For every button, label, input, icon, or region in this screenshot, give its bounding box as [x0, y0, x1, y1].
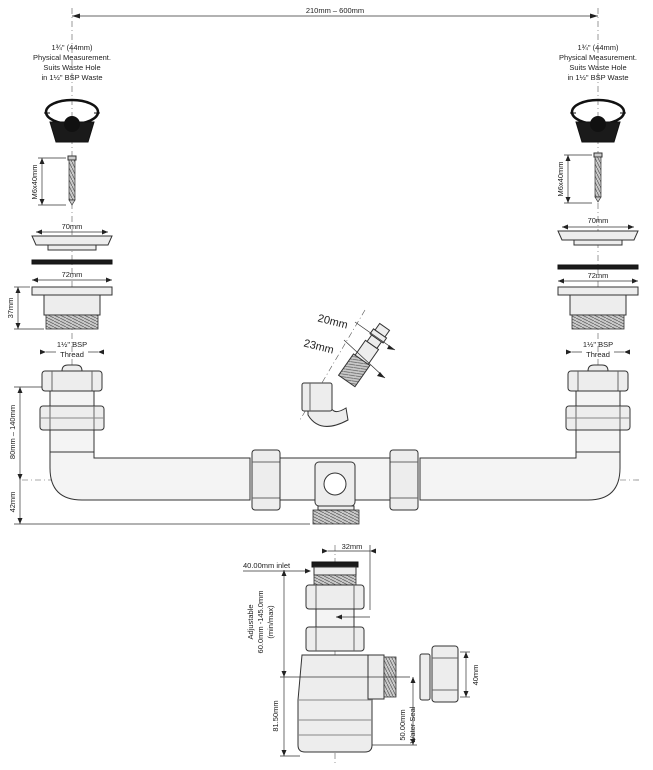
left-manifold-nut — [251, 449, 281, 511]
right-screw-icon: M6x40mm — [556, 152, 603, 204]
left-flange-body-label: 72mm — [62, 270, 83, 279]
outlet-washer — [419, 653, 431, 701]
spigot-23mm-label: 23mm — [302, 338, 335, 357]
right-thread-line2: Thread — [586, 350, 610, 359]
left-screw-icon: M6x40mm — [30, 155, 77, 206]
tee-outlet-thread — [312, 509, 360, 525]
right-flange-body-label: 72mm — [588, 271, 609, 280]
right-manifold-nut — [389, 449, 419, 511]
left-screw-label: M6x40mm — [30, 164, 39, 199]
trap-water-seal-line1: 50.00mm — [398, 709, 407, 740]
trap-outlet-fittings: 40mm — [419, 645, 480, 703]
trap-adjustable-line2: 60.0mm -145.0mm — [256, 591, 265, 654]
trap-outlet-label: 40mm — [471, 665, 480, 686]
right-washer — [557, 264, 639, 270]
left-thread-line1: 1½" BSP — [57, 340, 87, 349]
left-waste-body: 72mm 37mm — [6, 270, 113, 330]
trap-adjustable-line3: (min/max) — [266, 605, 275, 639]
appliance-spigot: 20mm 23mm — [301, 313, 396, 427]
overall-width-label: 210mm – 600mm — [306, 6, 364, 15]
left-note-line1: 1¾" (44mm) — [51, 43, 93, 52]
left-height-adjust-label: 80mm – 140mm — [8, 405, 17, 459]
right-tailpiece — [565, 364, 631, 453]
right-thread-line1: 1½" BSP — [583, 340, 613, 349]
right-note-line1: 1¾" (44mm) — [577, 43, 619, 52]
right-waste-body: 72mm — [557, 271, 639, 330]
left-pipe-drop-label: 42mm — [8, 492, 17, 513]
right-note-line3: Suits Waste Hole — [569, 63, 626, 72]
left-note-line2: Physical Measurement. — [33, 53, 111, 62]
left-body-height-label: 37mm — [6, 298, 15, 319]
right-waste-assembly: 1¾" (44mm) Physical Measurement. Suits W… — [556, 43, 639, 453]
bottle-trap: 32mm 40.00mm inlet Adjustabl — [243, 542, 417, 757]
right-screw-label: M6x40mm — [556, 161, 565, 196]
spigot-20mm-label: 20mm — [316, 313, 349, 332]
left-waste-assembly: 1¾" (44mm) Physical Measurement. Suits W… — [6, 43, 310, 525]
trap-adjustable-line1: Adjustable — [246, 604, 255, 639]
right-note-line4: in 1½" BSP Waste — [567, 73, 628, 82]
right-flange-top: 70mm — [557, 216, 639, 246]
left-tailpiece — [39, 364, 105, 453]
trap-top-width-label: 32mm — [342, 542, 363, 551]
right-note-line2: Physical Measurement. — [559, 53, 637, 62]
overall-width-dimension: 210mm – 600mm — [72, 6, 598, 19]
left-note-line3: Suits Waste Hole — [43, 63, 100, 72]
left-thread-line2: Thread — [60, 350, 84, 359]
left-flange-top-label: 70mm — [62, 222, 83, 231]
left-washer — [31, 259, 113, 265]
left-note-line4: in 1½" BSP Waste — [41, 73, 102, 82]
horizontal-manifold — [49, 449, 621, 525]
right-flange-top-label: 70mm — [588, 216, 609, 225]
left-flange-top: 70mm — [31, 222, 113, 251]
right-plug-icon — [570, 98, 626, 143]
trap-water-seal-line2: Water Seal — [408, 706, 417, 743]
left-plug-icon — [44, 98, 100, 143]
trap-inlet-label: 40.00mm inlet — [243, 561, 291, 570]
trap-bottom-height-label: 81.50mm — [271, 700, 280, 731]
outlet-nut — [431, 645, 459, 703]
left-height-dims: 80mm – 140mm 42mm — [8, 386, 310, 525]
